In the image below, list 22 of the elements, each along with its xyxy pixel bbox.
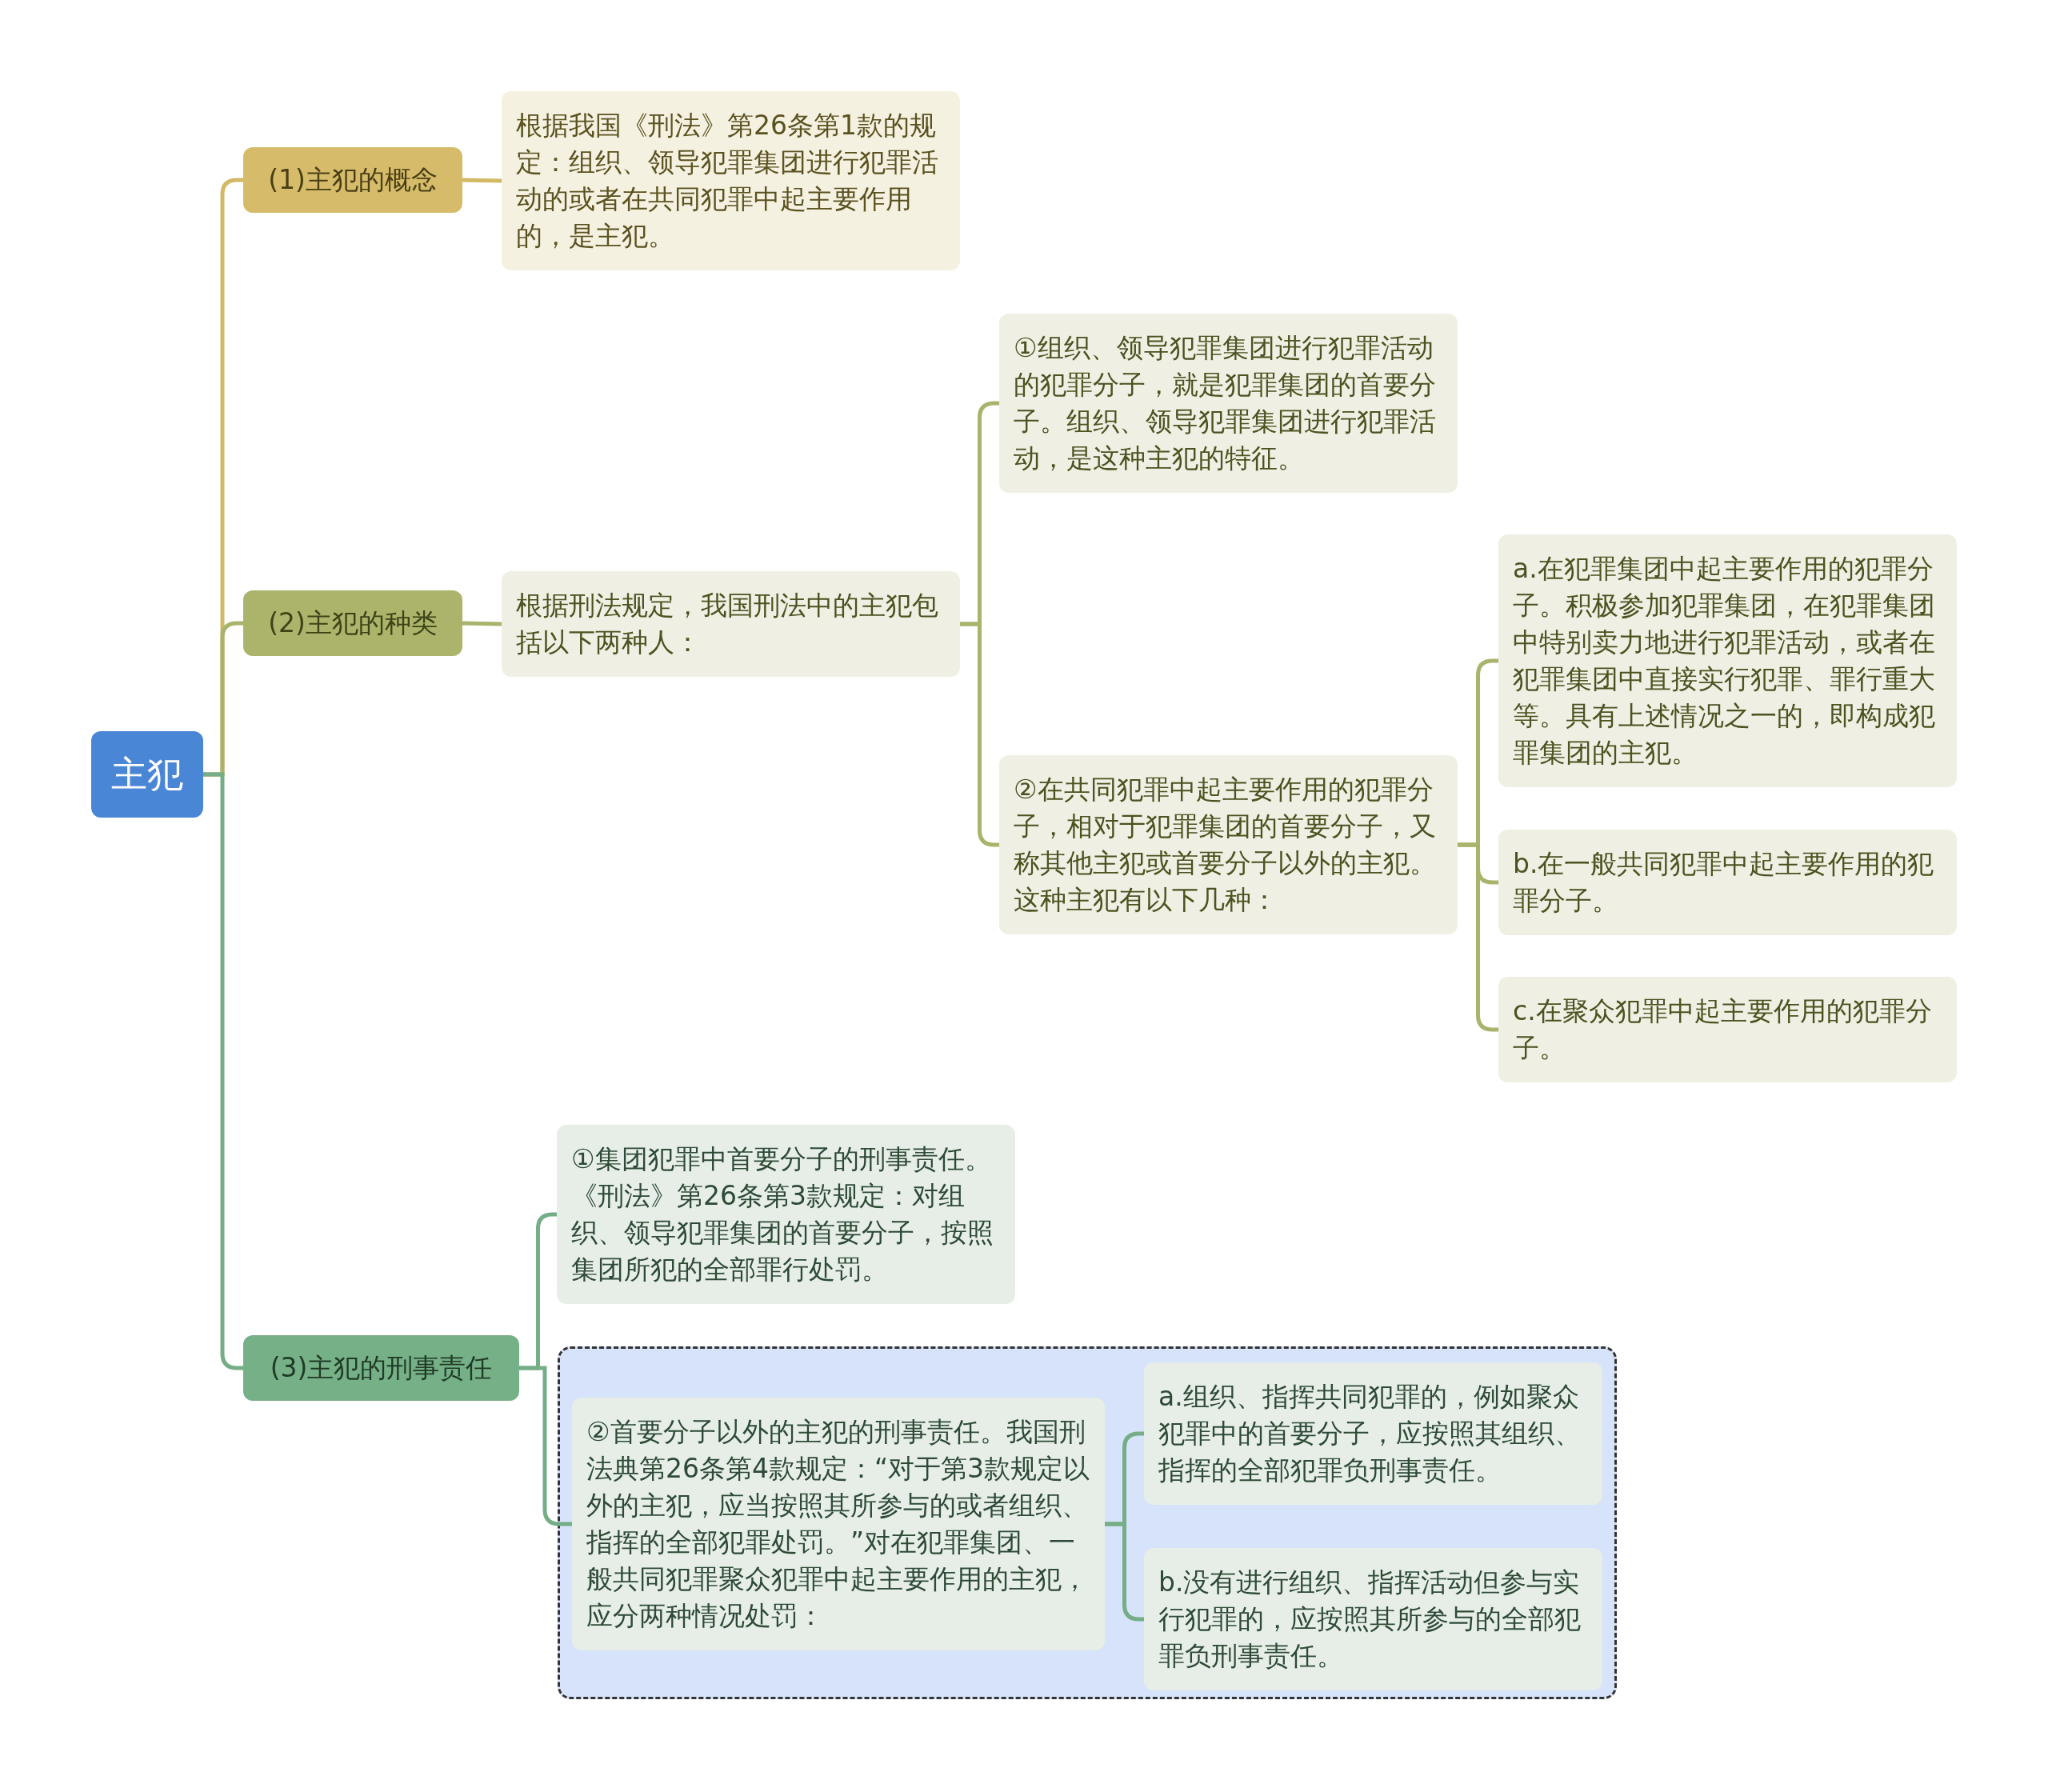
connector <box>1458 842 1498 1032</box>
text-box: a.组织、指挥共同犯罪的，例如聚众犯罪中的首要分子，应按照其组织、指挥的全部犯罪负刑事责任。 <box>1144 1362 1602 1505</box>
text-box: ①组织、领导犯罪集团进行犯罪活动的犯罪分子，就是犯罪集团的首要分子。组织、领导犯罪集团进行犯罪活动，是这种主犯的特征。 <box>999 314 1458 493</box>
text-box: ②首要分子以外的主犯的刑事责任。我国刑法典第26条第4款规定：“对于第3款规定以外的主犯，应当按照其所参与的或者组织、指挥的全部犯罪处罚。”对在犯罪集团、一般共同犯罪聚众犯罪中起主要作用的主犯，应分两种情况处罚： <box>572 1398 1105 1650</box>
root-topic-box: 主犯 <box>91 731 203 818</box>
connector <box>1105 1522 1144 1622</box>
dashed-frame <box>558 1346 1617 1699</box>
connector <box>462 621 502 626</box>
text-box: ①集团犯罪中首要分子的刑事责任。《刑法》第26条第3款规定：对组织、领导犯罪集团的首要分子，按照集团所犯的全部罪行处罚。 <box>557 1125 1015 1304</box>
connector <box>462 178 502 183</box>
text-box: ②在共同犯罪中起主要作用的犯罪分子，相对于犯罪集团的首要分子，又称其他主犯或首要分子以外的主犯。这种主犯有以下几种： <box>999 755 1458 934</box>
text-box: 根据我国《刑法》第26条第1款的规定：组织、领导犯罪集团进行犯罪活动的或者在共同犯罪中起主要作用的，是主犯。 <box>502 91 960 270</box>
connector <box>960 622 999 847</box>
topic-box: (2)主犯的种类 <box>243 590 462 656</box>
text-box: 根据刑法规定，我国刑法中的主犯包括以下两种人： <box>502 571 960 677</box>
text-box: c.在聚众犯罪中起主要作用的犯罪分子。 <box>1498 977 1957 1082</box>
text-box: b.没有进行组织、指挥活动但参与实行犯罪的，应按照其所参与的全部犯罪负刑事责任。 <box>1144 1548 1602 1690</box>
topic-box: (3)主犯的刑事责任 <box>243 1335 519 1401</box>
text-box: b.在一般共同犯罪中起主要作用的犯罪分子。 <box>1498 830 1957 935</box>
text-box: a.在犯罪集团中起主要作用的犯罪分子。积极参加犯罪集团，在犯罪集团中特别卖力地进行犯罪活动，或者在犯罪集团中直接实行犯罪、罪行重大等。具有上述情况之一的，即构成犯罪集团的主犯。 <box>1498 534 1957 787</box>
topic-box: (1)主犯的概念 <box>243 147 462 213</box>
connector <box>203 772 243 1370</box>
